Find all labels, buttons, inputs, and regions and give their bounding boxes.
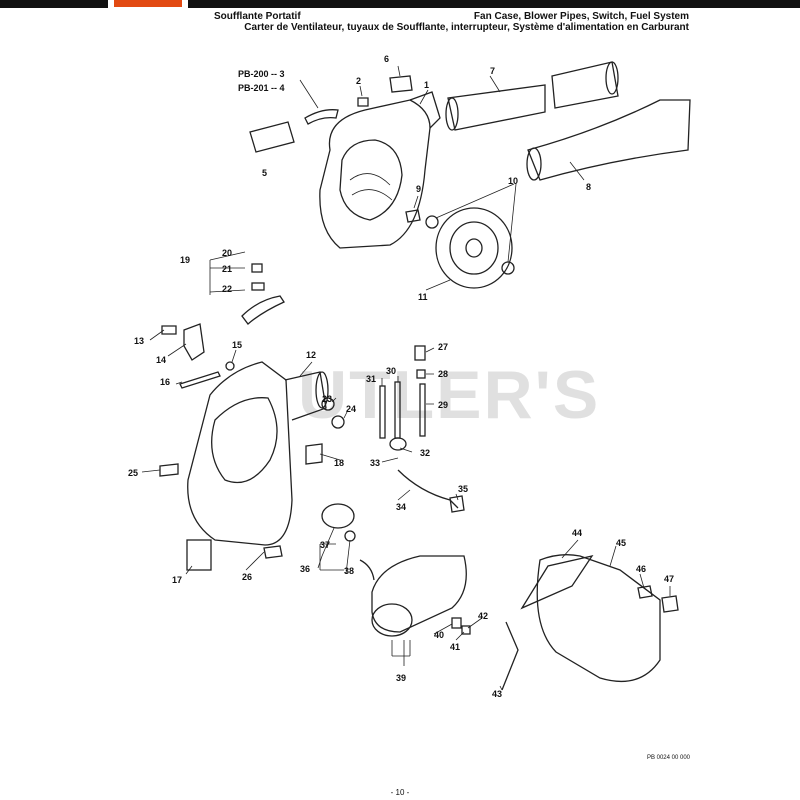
bolt-drawing [159,463,179,477]
blower-pipe-drawing [445,61,619,131]
label-plate-drawing [389,75,413,93]
part-number-label: 23 [322,394,332,404]
title-french: Carter de Ventilateur, tuyaux de Souffla… [244,22,689,33]
watermark: UTLER'S [298,357,601,433]
part-number-label: 26 [242,572,252,582]
part-number-label: 31 [366,374,376,384]
part-number-label: 28 [438,369,448,379]
throttle-lever-drawing [183,323,205,361]
part-number-label: 2 [356,76,361,86]
part-number-label: 6 [384,54,389,64]
title-english: Fan Case, Blower Pipes, Switch, Fuel Sys… [473,11,689,22]
part-number-label: 46 [636,564,646,574]
model-reference: PB-201 -- 4 [238,83,285,93]
part-number-label: 39 [396,673,406,683]
part-number-label: 34 [396,502,406,512]
part-number-label: 19 [180,255,190,265]
part-number-label: 18 [334,458,344,468]
blower-housing-drawing [187,361,329,546]
brand-logo [108,0,188,10]
label-plate-drawing [305,443,323,465]
part-number-label: 15 [232,340,242,350]
bolt-drawing [161,325,177,335]
clip-drawing [263,545,283,559]
fan-drawing [435,207,513,289]
part-number-label: 25 [128,468,138,478]
logo-mark [114,0,182,7]
washer-drawing [501,261,515,275]
part-number-label: 14 [156,355,166,365]
part-number-label: 32 [420,448,430,458]
part-number-label: 8 [586,182,591,192]
label-plate-drawing [186,539,212,571]
nut-drawing [405,209,421,223]
grommet-drawing [321,397,335,411]
muffler-drawing [501,554,679,691]
part-number-label: 5 [262,168,267,178]
fan-case-drawing [319,91,441,249]
part-number-label: 41 [450,642,460,652]
page-title: Fan Case, Blower Pipes, Switch, Fuel Sys… [244,11,689,33]
part-number-label: 1 [424,80,429,90]
part-number-label: 30 [386,366,396,376]
part-number-label: 22 [222,284,232,294]
part-number-label: 36 [300,564,310,574]
part-number-label: 20 [222,248,232,258]
part-number-label: 27 [438,342,448,352]
part-number-label: 21 [222,264,232,274]
header-bar [0,0,800,8]
part-number-label: 9 [416,184,421,194]
part-number-label: 38 [344,566,354,576]
switch-assembly-drawing [209,251,285,325]
grommet-drawing [331,415,345,429]
drawing-code: PB 0024 00 000 [646,755,690,761]
part-number-label: 11 [418,292,428,302]
part-number-label: 47 [664,574,674,584]
washer-drawing [225,361,235,371]
part-number-label: 43 [492,689,502,699]
part-number-label: 7 [490,66,495,76]
part-number-label: 40 [434,630,444,640]
nozzle-drawing [526,99,691,181]
screw-drawing [357,97,369,107]
part-number-label: 44 [572,528,582,538]
part-number-label: 12 [306,350,316,360]
part-number-label: 42 [478,611,488,621]
part-number-label: 17 [172,575,182,585]
label-plate-drawing [249,121,295,153]
part-number-label: 37 [320,540,330,550]
part-number-label: 16 [160,377,170,387]
model-reference: PB-200 -- 3 [238,69,285,79]
washer-drawing [425,215,439,229]
part-number-label: 10 [508,176,518,186]
part-number-label: 35 [458,484,468,494]
section-title: Soufflante Portatif [214,11,301,22]
part-number-label: 29 [438,400,448,410]
foam-strip-drawing [304,109,339,125]
fuel-line-drawing [379,345,465,513]
part-number-label: 33 [370,458,380,468]
strip-drawing [179,371,221,389]
part-number-label: 24 [346,404,356,414]
page-number: - 10 - [390,788,410,797]
part-number-label: 45 [616,538,626,548]
part-number-label: 13 [134,336,144,346]
